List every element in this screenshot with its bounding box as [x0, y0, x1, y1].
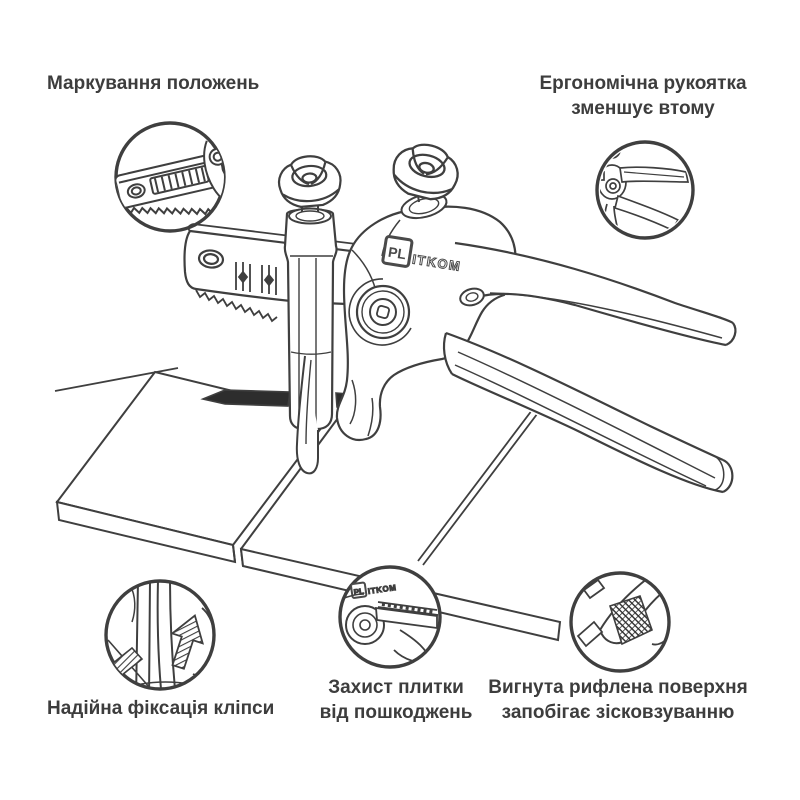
label-line: Надійна фіксація кліпси [47, 698, 275, 719]
callout-tile-protection: PL ITKOM [338, 565, 442, 669]
leveling-clip [295, 355, 319, 475]
callout-clip-fixation [104, 579, 216, 691]
logo-pl-text: PL [387, 244, 408, 263]
label-ergonomic-handle: Ергономічна рукоятка зменшує втому [497, 71, 789, 121]
grip-detail-icon [576, 577, 669, 648]
body-knob [386, 136, 465, 220]
callout-ergonomic-handle [595, 140, 695, 240]
label-line: зменшує втому [571, 98, 715, 120]
callout-ribbed-surface [569, 571, 671, 673]
label-line: Маркування положень [47, 73, 260, 94]
label-line: Захист плитки [328, 677, 464, 698]
position-marker [261, 265, 277, 295]
post [283, 208, 338, 431]
handle-bolt [459, 287, 485, 307]
post-knob [275, 152, 344, 225]
label-line: від пошкоджень [319, 702, 473, 724]
position-marker [235, 262, 251, 292]
callout-position-markings [114, 121, 226, 233]
pivot-screw [348, 278, 412, 346]
label-line: Ергономічна рукоятка [539, 73, 747, 94]
base-wheel-detail-icon: PL ITKOM [340, 581, 439, 664]
label-line: запобігає зісковзуванню [501, 702, 735, 724]
label-clip-fixation: Надійна фіксація кліпси [47, 696, 274, 721]
upper-handle [454, 241, 737, 347]
label-position-markings: Маркування положень [47, 71, 259, 96]
ruler-detail-icon [116, 140, 224, 216]
label-ribbed-surface: Вигнута рифлена поверхня запобігає зісков… [468, 675, 768, 725]
callout-circle [595, 140, 695, 240]
label-line: Вигнута рифлена поверхня [488, 677, 748, 698]
label-tile-protection: Захист плитки від пошкоджень [300, 675, 492, 725]
lower-handle [442, 331, 734, 494]
logo-pl-text: PL [353, 587, 364, 597]
